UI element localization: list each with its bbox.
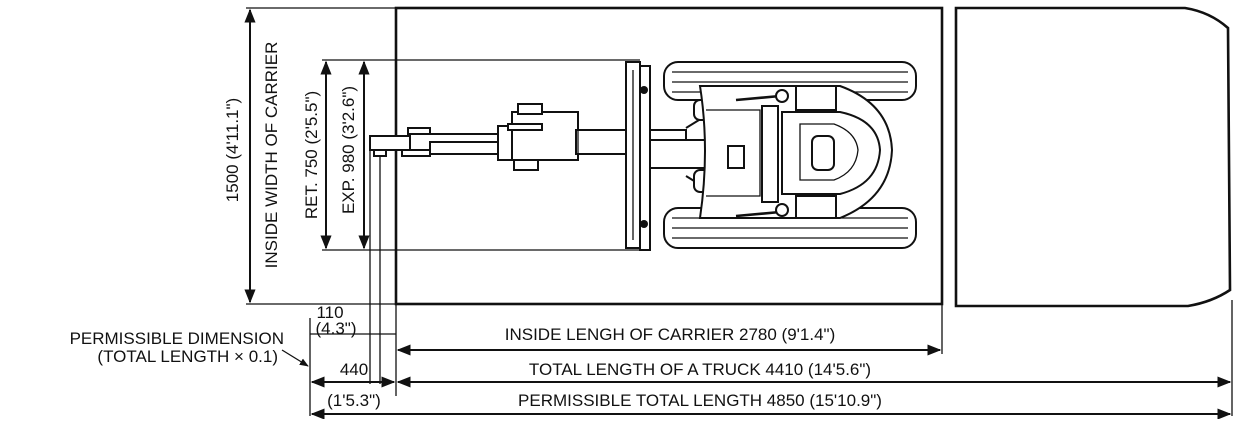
truck-cab xyxy=(954,6,1232,308)
allowance-mm-label: 440 xyxy=(340,360,368,379)
permissible-dimension-leader xyxy=(281,349,309,367)
total-truck-length-label: TOTAL LENGTH OF A TRUCK 4410 (14'5.6") xyxy=(529,360,871,379)
ret-exp-dimensions xyxy=(320,59,640,251)
allowance-in-label: (1'5.3") xyxy=(327,391,381,410)
overhang-in-label: (4.3") xyxy=(316,319,357,338)
permissible-total-length-label: PERMISSIBLE TOTAL LENGTH 4850 (15'10.9") xyxy=(518,391,882,410)
extension-lines xyxy=(309,300,1233,416)
inside-width-value-label: 1500 (4'11.1") xyxy=(223,98,242,202)
inside-width-caption-label: INSIDE WIDTH OF CARRIER xyxy=(262,42,281,269)
inside-width-dimension xyxy=(244,7,396,305)
permissible-dimension-line1: PERMISSIBLE DIMENSION xyxy=(70,329,284,348)
carrier-bed xyxy=(394,6,944,306)
excavator-top-view xyxy=(369,61,917,384)
permissible-dimension-line2: (TOTAL LENGTH × 0.1) xyxy=(97,347,278,366)
inside-length-label: INSIDE LENGH OF CARRIER 2780 (9'1.4") xyxy=(505,325,836,344)
exp-dimension-label: EXP. 980 (3'2.6") xyxy=(339,86,358,214)
ret-dimension-label: RET. 750 (2'5.5") xyxy=(302,91,321,219)
overhang-mm-label: 110 xyxy=(316,303,343,322)
